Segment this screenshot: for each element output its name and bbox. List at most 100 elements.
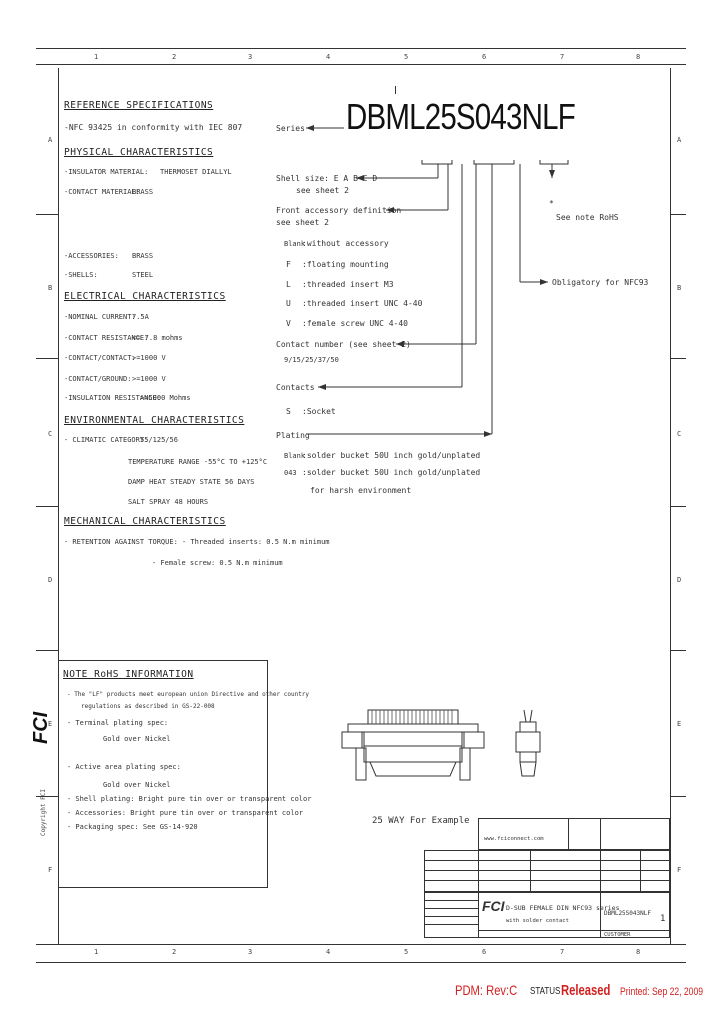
separator-right-4 [670,650,686,651]
env-heading: ENVIRONMENTAL CHARACTERISTICS [64,415,245,426]
zone-top-6: 6 [482,53,487,61]
shells-value: STEEL [132,271,154,279]
zone-bottom-3: 3 [248,948,253,956]
fci-logo-small: FCI [482,898,505,914]
plating-code-blank: Blank [284,452,306,460]
contacts-text: :Socket [302,407,336,416]
separator-left-4 [36,650,58,651]
website[interactable]: www.fciconnect.com [484,836,544,842]
rohs-note-line3: - Terminal plating spec: [67,719,169,727]
frame-left [58,68,59,944]
frame-bottom [36,962,686,963]
insulation-resistance-label: -INSULATION RESISTANCE: [64,394,161,402]
plating-text-1: :solder bucket 50U inch gold/unplated [302,451,481,460]
zone-left-a: A [48,136,53,144]
see-note-rohs: See note RoHS [556,213,619,222]
insulator-label: -INSULATOR MATERIAL: [64,168,149,176]
accessories-value: BRASS [132,252,154,260]
nominal-current-value: 7.5A [132,313,149,321]
insulation-resistance-value: >=5000 Mohms [140,394,191,402]
zone-top-4: 4 [326,53,331,61]
drawing-number: DBML25S043NLF [604,910,651,917]
shells-label: -SHELLS: [64,271,98,279]
plating-note-harsh: for harsh environment [310,486,412,495]
title-line1: D-SUB FEMALE DIN NFC93 series [506,904,620,912]
contact-material-label: -CONTACT MATERIAL: [64,188,140,196]
retention-line: - RETENTION AGAINST TORQUE: - Threaded i… [64,538,330,546]
separator-left-3 [36,506,58,507]
zone-right-a: A [677,136,682,144]
option-text-unc-insert: :threaded insert UNC 4-40 [302,299,423,308]
status-value: Released [561,982,611,999]
option-code-v: V [286,319,291,328]
rohs-note-line5: - Active area plating spec: [67,763,181,771]
separator-right-5 [670,796,686,797]
damp-heat: DAMP HEAT STEADY STATE 56 DAYS [128,478,255,486]
option-text-floating: :floating mounting [302,260,389,269]
separator-right-3 [670,506,686,507]
title-block-top-box [478,818,670,850]
option-text-m3: :threaded insert M3 [302,280,394,289]
separator-right-1 [670,214,686,215]
tb-col-2 [530,850,531,892]
printed-date: Printed: Sep 22, 2009 [620,986,704,998]
connector-drawing [341,709,541,781]
contacts-code: S [286,407,291,416]
fci-side-logo: FCI [30,711,52,744]
zone-top-7: 7 [560,53,565,61]
separator-left-2 [36,358,58,359]
zone-bottom-1: 1 [94,948,99,956]
drawing-caption: 25 WAY For Example [372,816,470,826]
rohs-note-line7: - Shell plating: Bright pure tin over or… [67,795,312,803]
pdm-rev: C [509,982,518,998]
rohs-star: * [549,199,554,208]
separator-right-2 [670,358,686,359]
zone-top-1: 1 [94,53,99,61]
rohs-note-line9: - Packaging spec: See GS-14-920 [67,823,198,831]
female-screw-line: - Female screw: 0.5 N.m minimum [152,559,283,567]
contacts-label: Contacts [276,383,315,392]
part-number-tick [395,86,396,94]
temperature-range: TEMPERATURE RANGE -55°C TO +125°C [128,458,268,466]
plating-label: Plating [276,431,310,440]
rohs-note-line2: regulations as described in GS-22-008 [81,703,215,710]
frame-bottom-inner [36,944,686,945]
title-line2: with solder contact [506,918,569,924]
contact-number-values: 9/15/25/37/50 [284,356,339,364]
tb-row-2 [424,870,670,871]
tb-rev-row-4 [424,924,478,925]
rohs-note-line8: - Accessories: Bright pure tin over or t… [67,809,304,817]
option-code-u: U [286,299,291,308]
tb-rev-row-2 [424,908,478,909]
shell-size-label: Shell size: E A B C D [276,174,378,183]
zone-left-f: F [48,866,53,874]
contact-material-value: BRASS [132,188,154,196]
climatic-label: - CLIMATIC CATEGORY: [64,436,149,444]
zone-left-d: D [48,576,53,584]
accessories-label: -ACCESSORIES: [64,252,119,260]
frame-top-inner [36,64,686,65]
zone-bottom-4: 4 [326,948,331,956]
tb-customer-row [478,930,670,931]
contact-contact-label: -CONTACT/CONTACT: [64,354,136,362]
tb-row-3 [424,880,670,881]
tb-rev-row-3 [424,916,478,917]
tb-col-1 [478,850,479,938]
zone-bottom-8: 8 [636,948,641,956]
elec-heading: ELECTRICAL CHARACTERISTICS [64,291,226,302]
contact-resistance-label: -CONTACT RESISTANCE: [64,334,149,342]
zone-right-b: B [677,284,682,292]
zone-right-c: C [677,430,682,438]
see-sheet-2a: see sheet 2 [296,186,349,195]
contact-ground-label: -CONTACT/GROUND: [64,375,132,383]
contact-contact-value: >=1000 V [132,354,166,362]
zone-top-8: 8 [636,53,641,61]
insulator-value: THERMOSET DIALLYL [160,168,232,176]
title-block-title-box [424,892,670,938]
zone-right-d: D [677,576,682,584]
see-sheet-2b: see sheet 2 [276,218,329,227]
series-label: Series [276,124,305,133]
contact-resistance-value: <= 7.8 mohms [132,334,183,342]
plating-text-2: :solder bucket 50U inch gold/unplated [302,468,481,477]
